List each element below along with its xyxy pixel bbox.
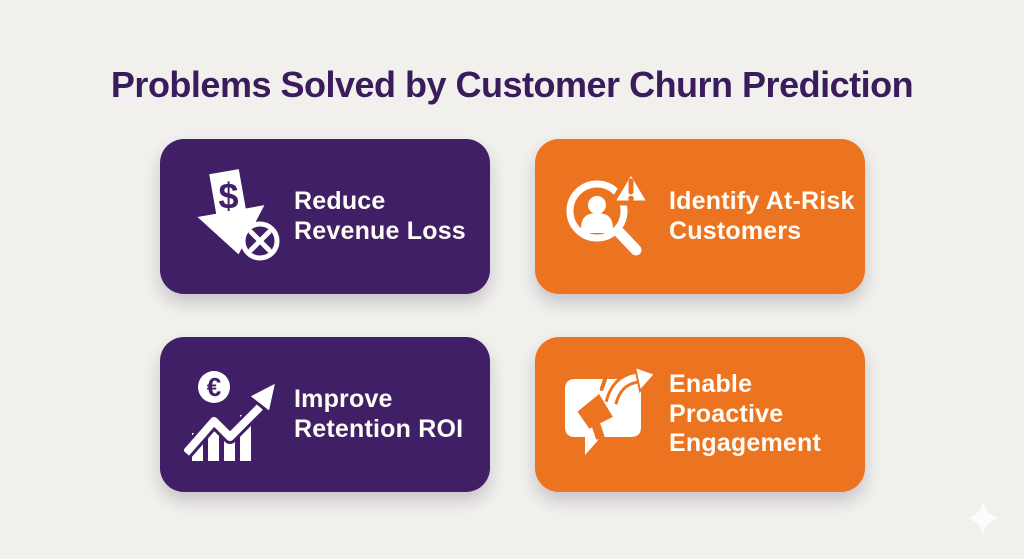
megaphone-chat-arrow-icon	[559, 364, 659, 465]
growth-chart-coin-icon: €	[184, 365, 284, 465]
card-label: Enable Proactive Engagement	[669, 370, 821, 459]
customer-risk-search-icon	[559, 167, 659, 267]
card-label-line: Reduce	[294, 187, 386, 215]
card-enable-proactive-engagement: Enable Proactive Engagement	[535, 337, 865, 492]
card-label-line: Revenue Loss	[294, 216, 466, 245]
card-identify-at-risk-customers: Identify At-Risk Customers	[535, 139, 865, 294]
card-label-line: Enable	[669, 370, 753, 399]
card-label-line: Proactive	[669, 399, 784, 428]
card-label: Reduce Revenue Loss	[294, 187, 466, 246]
card-label-line: Retention ROI	[294, 414, 464, 443]
card-label: Identify At-Risk Customers	[669, 187, 855, 246]
card-label-line: Improve	[294, 385, 393, 413]
card-label-line: Identify At-Risk	[669, 187, 855, 215]
sparkle-icon	[965, 500, 1001, 536]
card-label-line: Customers	[669, 216, 802, 245]
svg-text:€: €	[207, 372, 221, 402]
page-title: Problems Solved by Customer Churn Predic…	[110, 64, 914, 106]
card-improve-retention-roi: € Improve Retention ROI	[160, 337, 490, 492]
card-label: Improve Retention ROI	[294, 385, 463, 444]
card-label-line: Engagement	[669, 429, 822, 458]
card-reduce-revenue-loss: $ Reduce Revenue Loss	[160, 139, 490, 294]
cards-grid: $ Reduce Revenue Loss	[160, 139, 865, 492]
svg-text:$: $	[219, 175, 239, 216]
dollar-down-arrow-icon: $	[184, 167, 284, 267]
